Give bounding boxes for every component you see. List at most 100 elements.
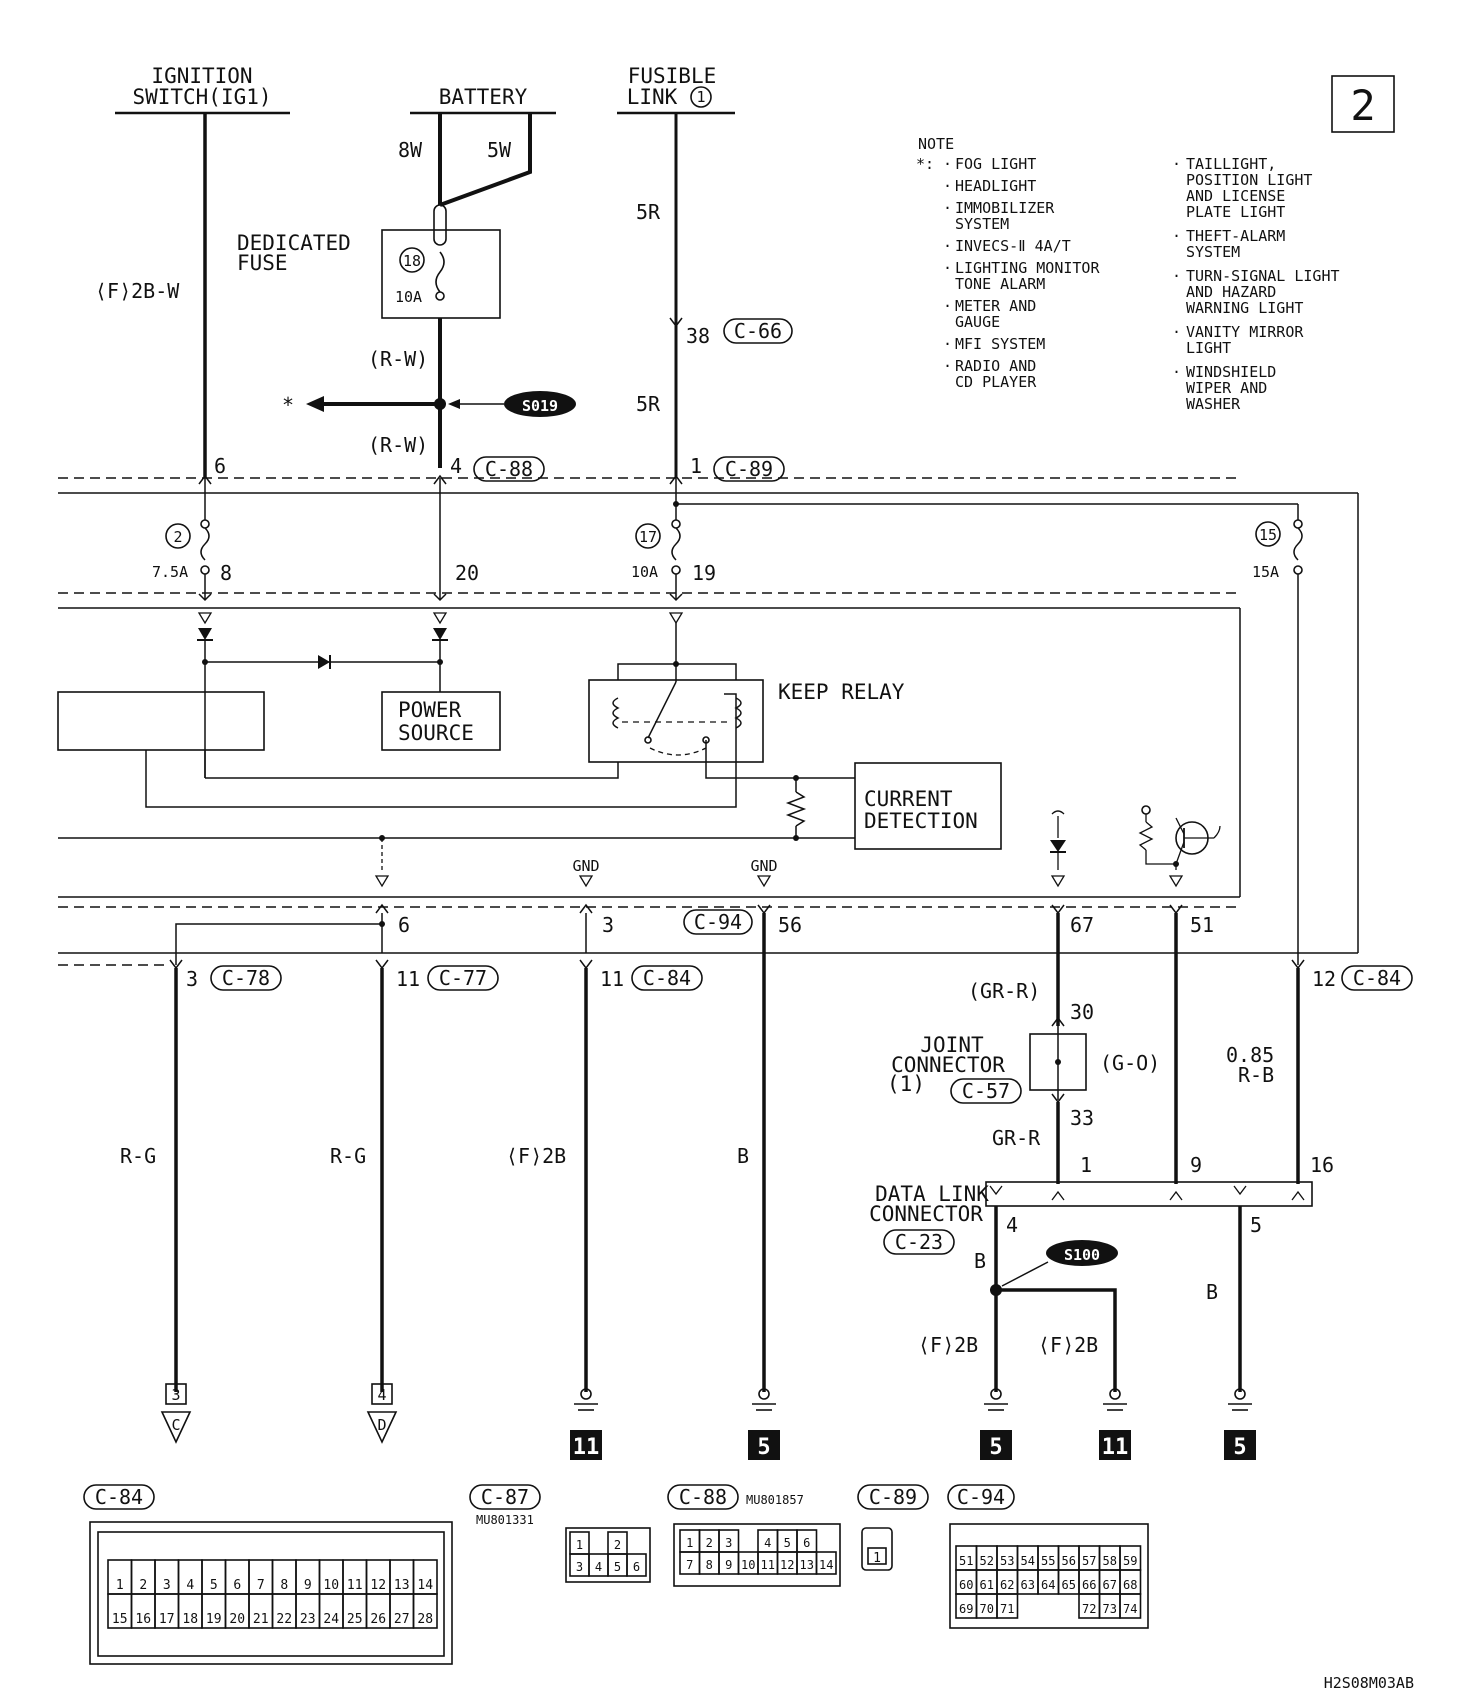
power-source-label-2: SOURCE	[398, 721, 474, 745]
dedicated-fuse-label-2: FUSE	[237, 251, 288, 275]
connector-pin-number: 10	[323, 1578, 339, 1593]
connector-pin-number: 5	[210, 1578, 218, 1593]
connector-pin-number: 74	[1123, 1602, 1137, 1616]
wire-grr: (GR-R)	[968, 979, 1040, 1003]
connector-pin-number: 18	[182, 1612, 198, 1627]
pin-4-c88: 4	[450, 454, 462, 478]
note-item: TONE ALARM	[955, 275, 1045, 293]
cv-c88-part: MU801857	[746, 1493, 804, 1507]
note-item: HEADLIGHT	[955, 177, 1036, 195]
data-link-label-2: CONNECTOR	[869, 1202, 983, 1226]
wire-085rb-2: R-B	[1238, 1063, 1274, 1087]
fusible-label-2: LINK	[627, 85, 678, 109]
fuse-2-number: 2	[173, 528, 182, 546]
connector-pin-number: 9	[304, 1578, 312, 1593]
connector-c84-b: C-84	[1353, 966, 1401, 990]
connector-pin-number: 7	[257, 1578, 265, 1593]
connector-pin-number: 69	[959, 1602, 973, 1616]
connector-pin-number: 56	[1062, 1554, 1076, 1568]
ground-number: 5	[989, 1435, 1002, 1460]
note-item: TURN-SIGNAL LIGHT	[1186, 267, 1340, 285]
top-pin-row: 6 4 C-88 1 C-89	[198, 454, 785, 485]
ground-number-box	[748, 1430, 780, 1460]
ground-icon	[580, 1388, 592, 1400]
pin-11-c77: 11	[396, 967, 420, 991]
pin-19: 19	[692, 561, 716, 585]
output-wires: 3 C-78 R-G 11 C-77 R-G 11 C-84 ⟨F⟩2B B (…	[120, 913, 1413, 1392]
connector-c57: C-57	[962, 1079, 1010, 1103]
pin-12-c84: 12	[1312, 967, 1336, 991]
wire-rw-upper: (R-W)	[368, 347, 428, 371]
note-marker: *:	[916, 155, 934, 173]
star-label: *	[282, 393, 294, 417]
note-item: GAUGE	[955, 313, 1000, 331]
connector-pin-number: 51	[959, 1554, 973, 1568]
ground-number-box	[980, 1430, 1012, 1460]
cv-c87-label: C-87	[481, 1485, 529, 1509]
note-bullet: ·	[943, 237, 952, 255]
connector-c88: C-88	[485, 457, 533, 481]
note-item: VANITY MIRROR	[1186, 323, 1304, 341]
note-bullet: ·	[1172, 155, 1181, 173]
connector-pin-number: 23	[300, 1612, 316, 1627]
note-bullet: ·	[943, 199, 952, 217]
joint-connector-label-3: (1)	[887, 1072, 925, 1096]
connector-pin-number: 65	[1062, 1578, 1076, 1592]
note-item: CD PLAYER	[955, 373, 1037, 391]
connector-pin-number: 58	[1103, 1554, 1117, 1568]
connector-c66: C-66	[734, 319, 782, 343]
connector-pin-number: 27	[394, 1612, 410, 1627]
note-item: AND HAZARD	[1186, 283, 1276, 301]
connector-pin-number: 26	[370, 1612, 386, 1627]
current-detection-label-1: CURRENT	[864, 787, 953, 811]
connector-pin-cell	[626, 1553, 647, 1577]
connector-pin-number: 14	[417, 1578, 433, 1593]
pin-20: 20	[455, 561, 479, 585]
ground-number-box	[1099, 1430, 1131, 1460]
ignition-switch-source: IGNITION SWITCH(IG1)	[115, 64, 290, 115]
connector-pin-number: 8	[706, 1558, 713, 1572]
pin-9-dlc: 9	[1190, 1153, 1202, 1177]
battery-label: BATTERY	[439, 85, 528, 109]
arrow-c: C	[171, 1416, 180, 1434]
connector-pin-number: 60	[959, 1578, 973, 1592]
connector-pin-number: 6	[803, 1536, 810, 1550]
connector-pin-number: 14	[819, 1558, 833, 1572]
page-number-box: 2	[1331, 75, 1395, 133]
note-item: RADIO AND	[955, 357, 1036, 375]
connector-pin-number: 10	[741, 1558, 755, 1572]
cv-c84-label: C-84	[95, 1485, 143, 1509]
connector-pin-number: 3	[163, 1578, 171, 1593]
wire-8w: 8W	[398, 138, 423, 162]
wire-5r-upper: 5R	[636, 200, 661, 224]
pin-67: 67	[1070, 913, 1094, 937]
note-item: SYSTEM	[1186, 243, 1240, 261]
connector-pin-number: 52	[980, 1554, 994, 1568]
connector-pin-number: 9	[725, 1558, 732, 1572]
keep-relay-label: KEEP RELAY	[778, 680, 905, 704]
note-item: POSITION LIGHT	[1186, 171, 1312, 189]
connector-pin-number: 4	[764, 1536, 771, 1550]
connector-pin-number: 1	[576, 1538, 583, 1552]
pin-33: 33	[1070, 1106, 1094, 1130]
connector-pin-number: 59	[1123, 1554, 1137, 1568]
pin-1-dlc: 1	[1080, 1153, 1092, 1177]
bottom-pin-row: 6 3 C-94 56 67 51	[175, 903, 1214, 965]
connector-pin-number: 61	[980, 1578, 994, 1592]
pin-38: 38	[686, 324, 710, 348]
note-item: TAILLIGHT,	[1186, 155, 1276, 173]
note-bullet: ·	[943, 177, 952, 195]
connector-pin-number: 7	[686, 1558, 693, 1572]
note-bullet: ·	[943, 357, 952, 375]
connector-pin-number: 62	[1000, 1578, 1014, 1592]
connector-pin-number: 5	[614, 1560, 621, 1574]
connector-pin-number: 12	[370, 1578, 386, 1593]
ground-number: 11	[573, 1435, 600, 1460]
note-bullet: ·	[1172, 267, 1181, 285]
connector-pin-number: 6	[633, 1560, 640, 1574]
connector-pin-number: 13	[394, 1578, 410, 1593]
connector-pin-number: 57	[1082, 1554, 1096, 1568]
pin-1-c89: 1	[690, 454, 702, 478]
